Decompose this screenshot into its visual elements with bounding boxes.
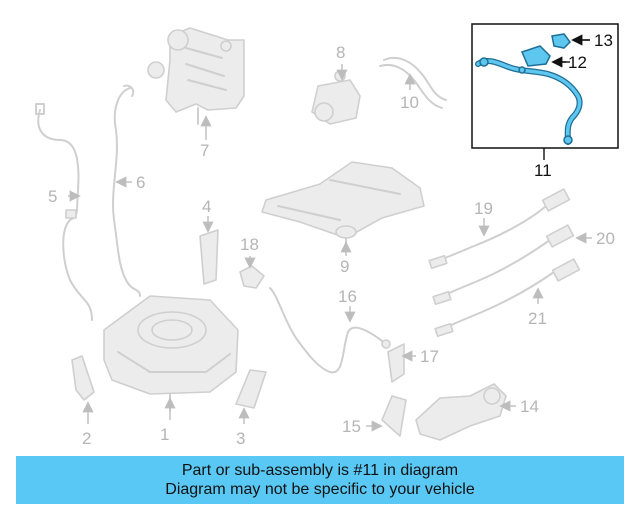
part-4-bracket — [199, 229, 219, 285]
part-15-bracket — [381, 395, 407, 437]
banner-line-2: Diagram may not be specific to your vehi… — [165, 481, 475, 498]
part-14-valve — [415, 383, 507, 441]
part-19-sensor — [428, 188, 571, 270]
leader-lines — [68, 34, 592, 432]
part-11-hose — [475, 57, 583, 145]
callout-17: 17 — [420, 347, 439, 366]
callout-3: 3 — [236, 429, 245, 448]
part-16-pipe — [269, 287, 391, 374]
part-5-hose — [35, 103, 93, 321]
part-1-housing — [103, 295, 239, 411]
callout-11: 11 — [534, 161, 552, 180]
callout-2: 2 — [82, 429, 91, 448]
callout-8: 8 — [336, 43, 345, 62]
callout-18: 18 — [240, 235, 259, 254]
callout-14: 14 — [520, 397, 539, 416]
callout-19: 19 — [474, 199, 493, 218]
callout-13: 13 — [594, 31, 613, 50]
part-11-highlight-box — [471, 23, 619, 160]
part-7-assembly — [147, 27, 245, 125]
part-2-bracket — [71, 355, 95, 401]
callout-numbers: 1 2 3 4 5 6 7 8 9 10 11 12 13 14 15 16 1… — [48, 31, 615, 448]
callout-5: 5 — [48, 187, 57, 206]
callout-7: 7 — [200, 141, 209, 160]
callout-10: 10 — [400, 93, 419, 112]
banner-line-1: Part or sub-assembly is #11 in diagram — [181, 462, 459, 479]
part-9-plate — [261, 161, 425, 245]
part-8-pump — [311, 70, 361, 125]
part-13-bolt — [551, 33, 571, 49]
info-banner: Part or sub-assembly is #11 in diagram D… — [16, 456, 624, 504]
callout-16: 16 — [338, 287, 357, 306]
callout-21: 21 — [528, 309, 547, 328]
part-18-clip — [239, 265, 265, 289]
parts-diagram: 1 2 3 4 5 6 7 8 9 10 11 12 13 14 15 16 1… — [35, 23, 619, 448]
callout-12: 12 — [568, 53, 587, 72]
callout-4: 4 — [202, 197, 211, 216]
callout-1: 1 — [160, 425, 169, 444]
part-6-hose — [112, 84, 141, 297]
part-20-sensor — [432, 224, 575, 306]
part-3-bracket — [235, 369, 267, 409]
callout-20: 20 — [596, 229, 615, 248]
callout-15: 15 — [342, 417, 361, 436]
callout-6: 6 — [136, 173, 145, 192]
part-12-clamp — [520, 45, 551, 67]
callout-9: 9 — [340, 257, 349, 276]
part-21-sensor — [434, 258, 581, 338]
part-17-bracket — [387, 343, 405, 383]
